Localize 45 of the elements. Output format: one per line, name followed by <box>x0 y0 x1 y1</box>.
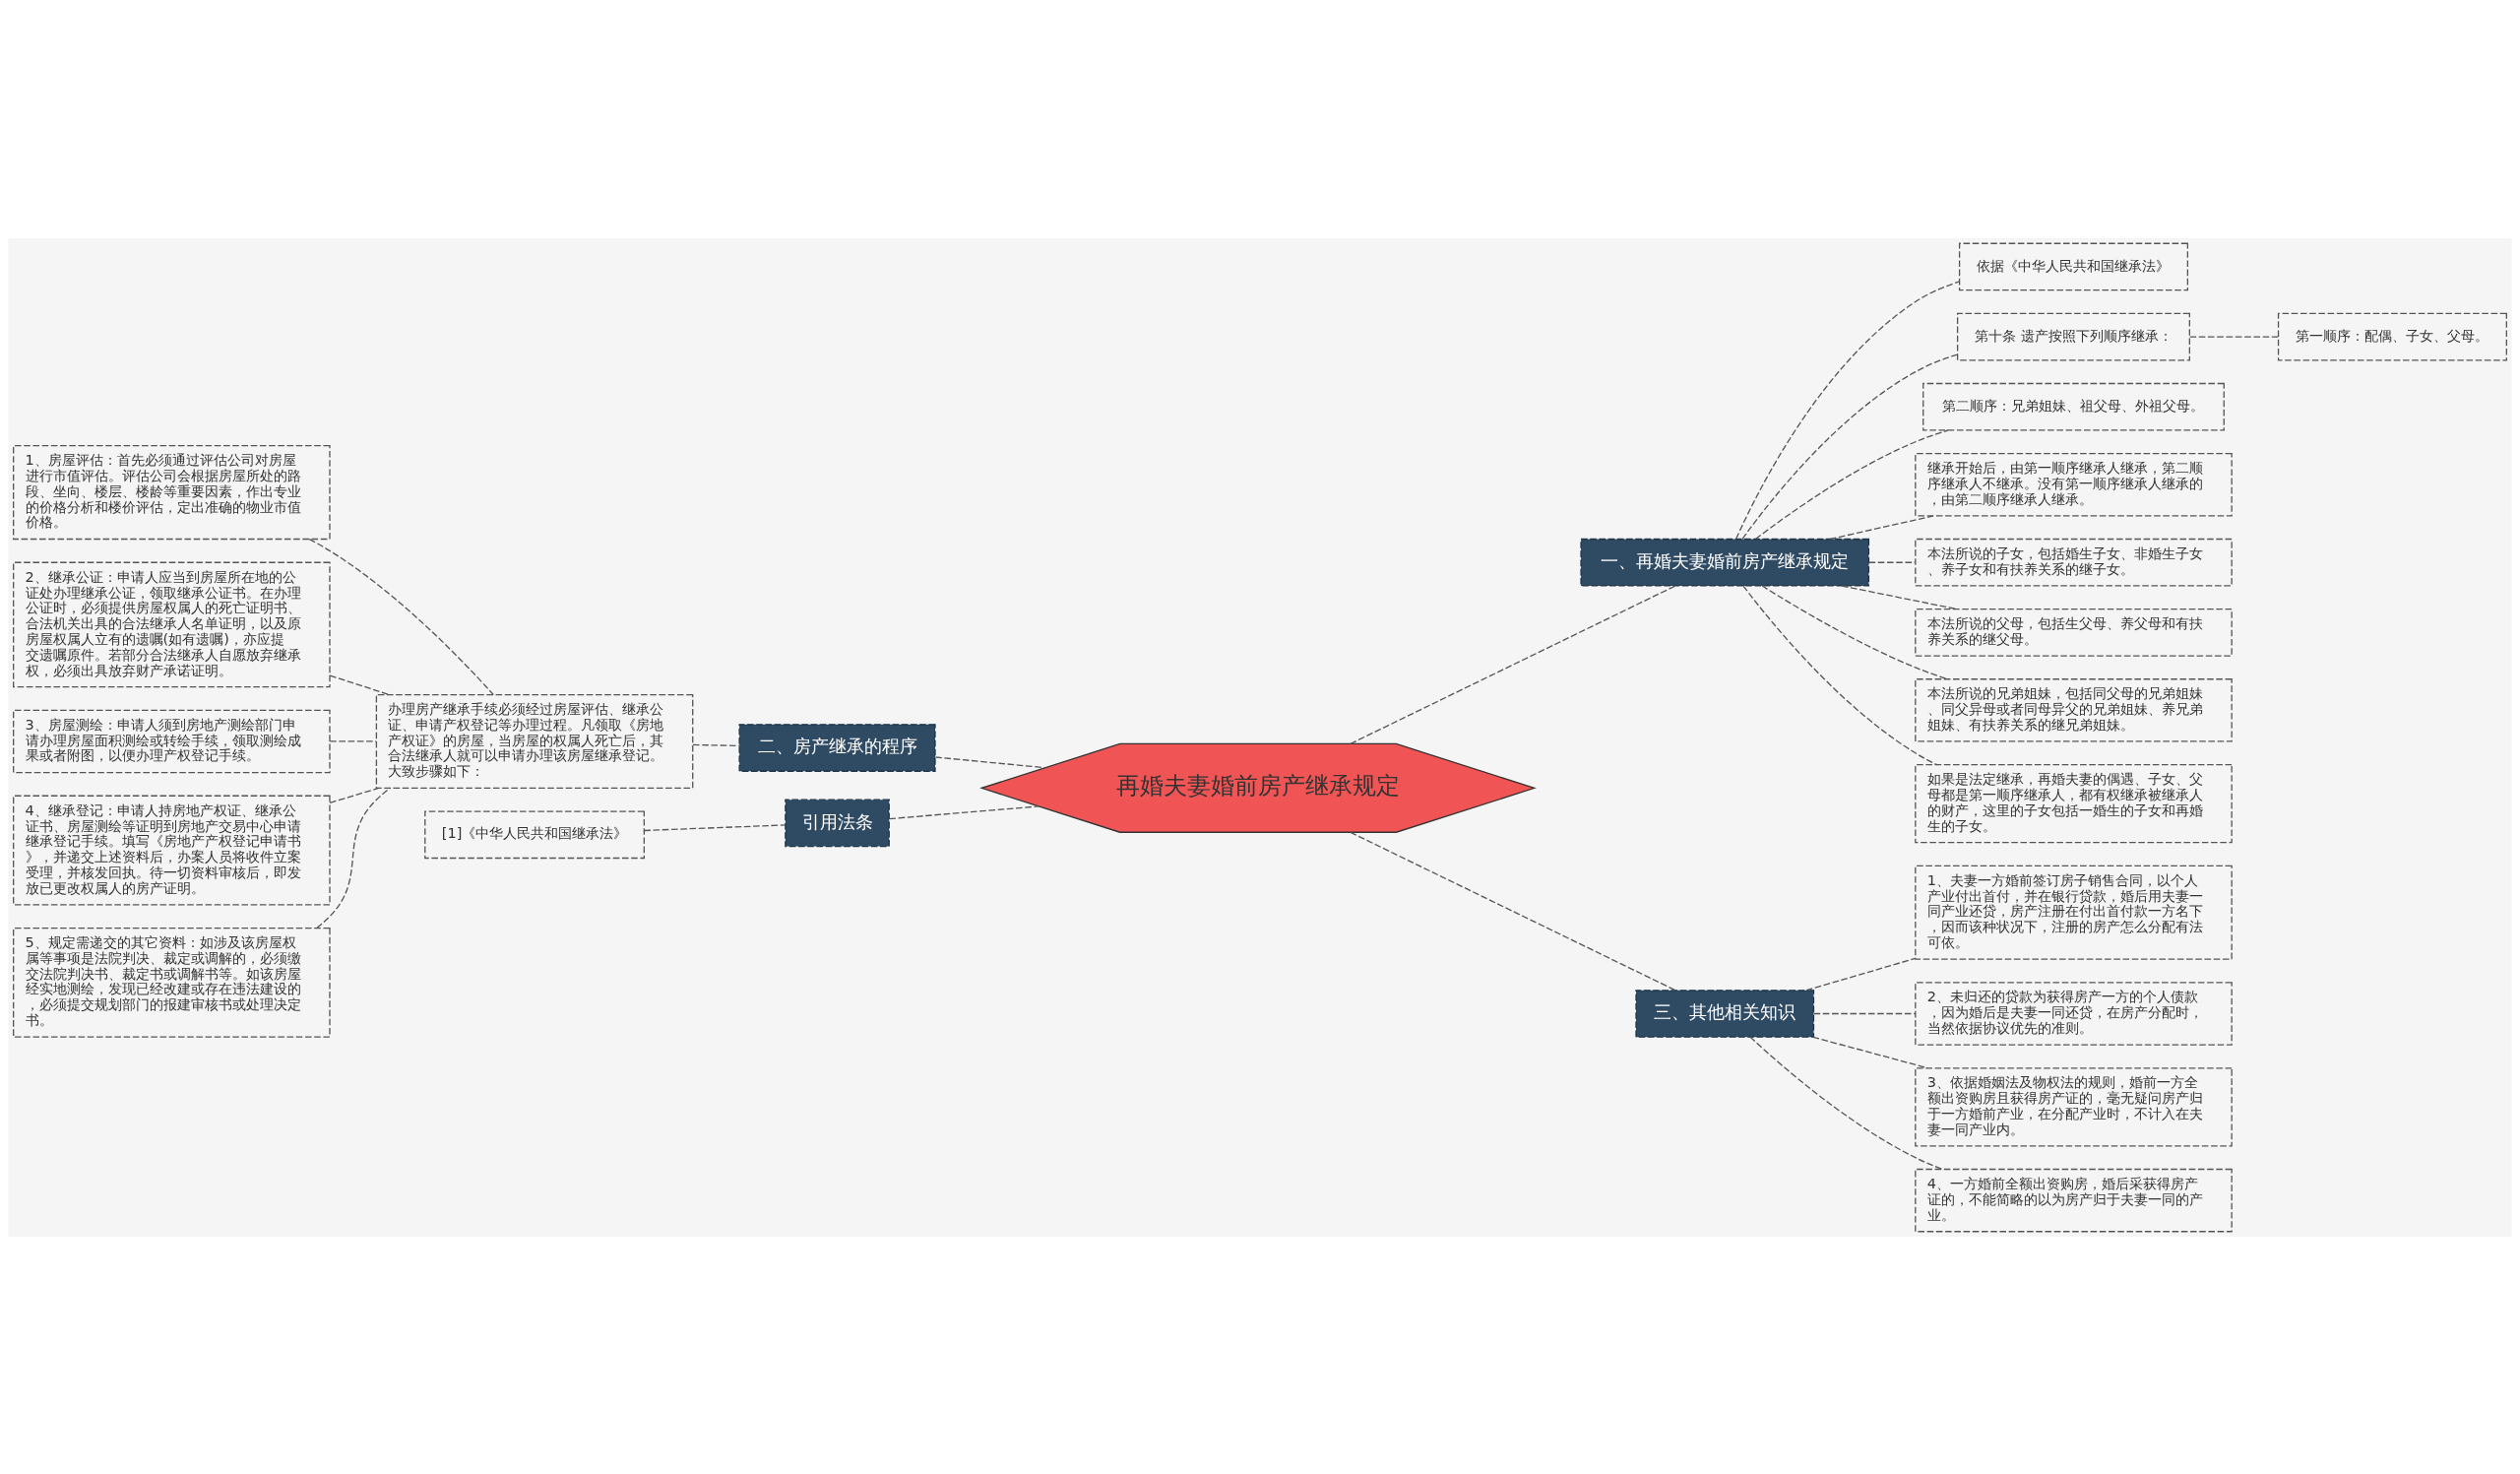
node-box: 本法所说的子女，包括婚生子女、非婚生子女、养子女和有扶养关系的继子女。 <box>1915 538 2233 587</box>
connector <box>643 823 787 831</box>
node-box: 二、房产继承的程序 <box>738 723 936 772</box>
node-box: 本法所说的兄弟姐妹，包括同父母的兄弟姐妹、同父异母或者同母异父的兄弟姐妹、养兄弟姐妹、有扶养关系的继兄弟姐妹。 <box>1915 677 2233 742</box>
node-box: 5、规定需递交的其它资料：如涉及该房屋权属等事项是法院判决、裁定或调解的，必须缴交法院判决书、裁定书或调解书等。如该房屋经实地测绘，发现已经改建或存在违法建设的，必须提交规划部门的报建审核书或处理决定书。 <box>13 927 331 1038</box>
connector <box>1350 584 1676 744</box>
connector <box>1755 428 1949 540</box>
connector <box>1741 352 1958 540</box>
node-box: 继承开始后，由第一顺序继承人继承，第二顺序继承人不继承。没有第一顺序继承人继承的，由第二顺序继承人继承。 <box>1915 452 2233 516</box>
node-box: 如果是法定继承，再婚夫妻的偶遇、子女、父母都是第一顺序继承人，都有权继承被继承人的财产，这里的子女包括一婚生的子女和再婚生的子女。 <box>1915 763 2233 843</box>
node-box: [1]《中华人民共和国继承法》 <box>424 809 645 859</box>
node-box: 1、房屋评估：首先必须通过评估公司对房屋进行市值评估。评估公司会根据房屋所处的路段、坐向、楼层、楼龄等重要因素，作出专业的价格分析和楼价评估，定出准确的物业市值价格。 <box>13 444 331 540</box>
connector <box>1735 280 1961 540</box>
connector <box>1350 831 1676 991</box>
node-box: 1、夫妻一方婚前签订房子销售合同，以个人产业付出首付，并在银行贷款，婚后用夫妻一同产业还贷，房产注册在付出首付款一方名下，因而该种状况下，注册的房产怎么分配有法可依。 <box>1915 865 2233 960</box>
connector <box>934 755 1046 768</box>
node-box: 三、其他相关知识 <box>1635 989 1815 1038</box>
node-box: 第二顺序：兄弟姐妹、祖父母、外祖父母。 <box>1922 382 2225 431</box>
node-box: 第十条 遗产按照下列顺序继承： <box>1956 312 2190 360</box>
connector <box>1742 584 1938 765</box>
node-box: 第一顺序：配偶、子女、父母。 <box>2277 312 2507 360</box>
node-box: 4、继承登记：申请人持房地产权证、继承公证书、房屋测绘等证明到房地产交易中心申请继承登记手续。填写《房地产产权登记申请书》，并递交上述资料后，办案人员将收件立案受理，并核发回执。待一切资料审核后，即发放已更改权属人的房产证明。 <box>13 795 331 906</box>
node-box: 4、一方婚前全额出资购房，婚后采获得房产证的，不能简略的以为房产归于夫妻一同的产业。 <box>1915 1168 2233 1232</box>
node-box: 办理房产继承手续必须经过房屋评估、继承公证、申请产权登记等办理过程。凡领取《房地产权证》的房屋，当房屋的权属人死亡后，其合法继承人就可以申请办理该房屋继承登记。大致步骤如下： <box>375 693 694 789</box>
node-box: 3、房屋测绘：申请人须到房地产测绘部门申请办理房屋面积测绘或转绘手续，领取测绘成果或者附图，以便办理产权登记手续。 <box>13 709 331 773</box>
node-box: 本法所说的父母，包括生父母、养父母和有扶养关系的继父母。 <box>1915 608 2233 657</box>
connector <box>1813 1012 1917 1014</box>
node-box: 依据《中华人民共和国继承法》 <box>1958 242 2189 290</box>
node-box: 引用法条 <box>785 799 890 847</box>
connector <box>329 787 380 803</box>
connector <box>1749 1036 1943 1170</box>
connector <box>329 673 390 695</box>
node-box: 2、未归还的贷款为获得房产一方的个人债款，因为婚后是夫妻一同还贷，在房产分配时，当然依据协议优先的准则。 <box>1915 981 2233 1046</box>
connector <box>2189 335 2280 338</box>
connector <box>1829 514 1934 540</box>
connector <box>329 739 377 742</box>
connector <box>1805 957 1917 991</box>
connector <box>692 743 740 746</box>
node-box: 一、再婚夫妻婚前房产继承规定 <box>1580 538 1870 587</box>
connector <box>316 787 391 929</box>
connector <box>1867 561 1917 563</box>
node-box: 2、继承公证：申请人应当到房屋所在地的公证处办理继承公证，领取继承公证书。在办理公证时，必须提供房屋权属人的死亡证明书、合法机关出具的合法继承人名单证明，以及原房屋权属人立有的遗嘱(如有遗嘱)，亦应提交遗嘱原件。若部分合法继承人自愿放弃继承权，必须出具放弃财产承诺证明。 <box>13 561 331 687</box>
node-box: 3、依据婚姻法及物权法的规则，婚前一方全额出资购房且获得房产证的，毫无疑问房产归于一方婚前产业，在分配产业时，不计入在夫妻一同产业内。 <box>1915 1066 2233 1146</box>
connector <box>308 538 494 695</box>
connector <box>888 804 1040 819</box>
